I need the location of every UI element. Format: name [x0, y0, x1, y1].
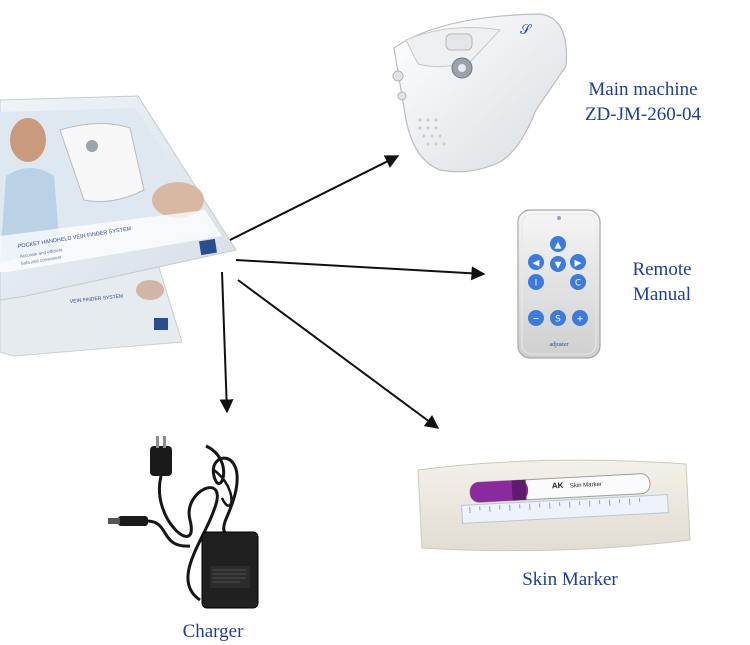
remote-plus-button: + [576, 315, 584, 325]
remote-control: ▲ ◀ ▼ ▶ I C − S + adjuster [518, 210, 600, 358]
remote-down-button: ▼ [555, 261, 562, 271]
remote-label: Remote Manual [612, 258, 712, 307]
product-box: POCKET HANDHELD VEIN FINDER SYSTEM Accur… [0, 96, 236, 356]
charger-label: Charger [168, 620, 258, 645]
arrow-to-main-machine [230, 156, 398, 240]
main-machine-label: Main machine ZD-JM-260-04 [568, 78, 718, 127]
arrow-to-skin-marker [238, 280, 438, 428]
remote-i-button: I [535, 279, 538, 289]
skin-marker-package: AK Skin Marker [418, 460, 690, 551]
main-machine: 𝒮 [393, 14, 566, 172]
arrow-to-remote [236, 260, 484, 274]
remote-label-line2: Manual [612, 283, 712, 308]
charger [108, 436, 258, 608]
arrows [222, 156, 484, 428]
remote-minus-button: − [532, 315, 540, 325]
skin-marker-label: Skin Marker [500, 568, 640, 593]
marker-brand-logo: AK [552, 481, 564, 491]
remote-s-button: S [555, 315, 561, 325]
remote-label-line1: Remote [612, 258, 712, 283]
remote-up-button: ▲ [555, 241, 562, 251]
remote-brand: adjuster [550, 342, 569, 348]
arrow-to-charger [222, 272, 227, 412]
remote-left-button: ◀ [533, 259, 540, 269]
remote-c-button: C [575, 279, 581, 289]
device-top-button [446, 34, 472, 50]
back-box-logo [154, 318, 168, 330]
box-logo [199, 239, 217, 255]
remote-right-button: ▶ [575, 259, 582, 269]
main-machine-label-line1: Main machine [568, 78, 718, 103]
main-machine-label-line2: ZD-JM-260-04 [568, 103, 718, 128]
